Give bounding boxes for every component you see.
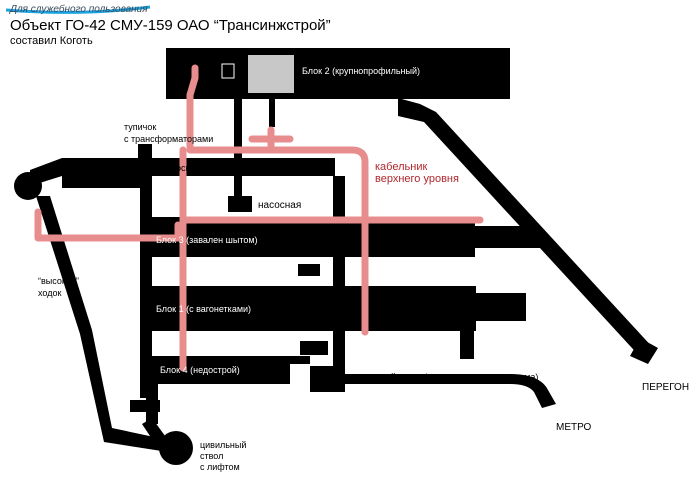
labels: Блок 2 (крупнопрофильный) тупичок с тран…	[38, 66, 689, 472]
block3-chamber	[140, 217, 475, 257]
two-storey-label: двухэтажный ходок (внизу тупик, сверху г…	[341, 372, 538, 382]
small-stub-2	[300, 341, 328, 355]
cable-top-hook	[186, 64, 199, 99]
page-title: Объект ГО-42 СМУ-159 ОАО “Трансинжстрой”	[10, 17, 331, 34]
pump-room-label: насосная	[258, 200, 301, 211]
main-passage-label: основной ходок	[176, 163, 241, 173]
cable-left-hook	[34, 208, 182, 242]
cable-line	[34, 64, 484, 372]
small-stub-3	[460, 331, 474, 359]
mid-vertical	[333, 176, 345, 366]
cable-label-line1: кабельник	[375, 161, 427, 173]
block2-label: Блок 2 (крупнопрофильный)	[302, 66, 420, 76]
block1-tail	[476, 293, 526, 321]
cable-vertical-right	[186, 91, 369, 336]
cable-branch-t	[248, 126, 294, 154]
pump-stub	[234, 170, 242, 200]
author-credit: составил Коготь	[10, 35, 93, 47]
high-passage	[36, 196, 168, 452]
dead-end-label-line2: с трансформаторами	[124, 134, 213, 144]
header: Для служебного пользования Объект ГО-42 …	[5, 3, 331, 47]
tunnels	[14, 48, 658, 465]
peregon-end	[630, 338, 658, 364]
high-passage-label-line2: ходок	[38, 288, 61, 298]
shaft-label-line3: с лифтом	[200, 462, 240, 472]
block2-shaft-left	[234, 99, 242, 161]
two-storey-passage	[310, 366, 556, 408]
block3-label: Блок 3 (завален шытом)	[156, 235, 258, 245]
main-passage	[62, 158, 335, 188]
peregon-tunnel	[398, 98, 655, 360]
pump-room	[228, 196, 252, 212]
civil-shaft	[159, 431, 193, 465]
stamp-text: Для служебного пользования	[9, 3, 148, 15]
block3-tail	[475, 226, 540, 248]
stamp-underline	[5, 5, 151, 14]
peregon-label: ПЕРЕГОН	[642, 382, 689, 393]
block2-marker	[221, 63, 235, 79]
block1-chamber	[140, 286, 476, 331]
shaft-label-line1: цивильный	[200, 440, 246, 450]
metro-label: МЕТРО	[556, 422, 592, 433]
cable-label-line2: верхнего уровня	[375, 173, 459, 185]
shaft-connector-h	[130, 400, 160, 412]
block1-label: Блок 1 (с вагонетками)	[156, 304, 251, 314]
block2-shaft-right	[269, 99, 275, 127]
small-stub-1	[298, 264, 320, 276]
block2-panel	[248, 55, 294, 93]
dead-end-label-line1: тупичок	[124, 122, 156, 132]
block4-label: Блок 4 (недострой)	[160, 365, 240, 375]
block4-neck	[290, 356, 310, 364]
block4-chamber	[140, 356, 290, 384]
shaft-label-line2: ствол	[200, 451, 223, 461]
left-node	[14, 172, 42, 200]
high-passage-label-line1: “высокий”	[38, 276, 79, 286]
